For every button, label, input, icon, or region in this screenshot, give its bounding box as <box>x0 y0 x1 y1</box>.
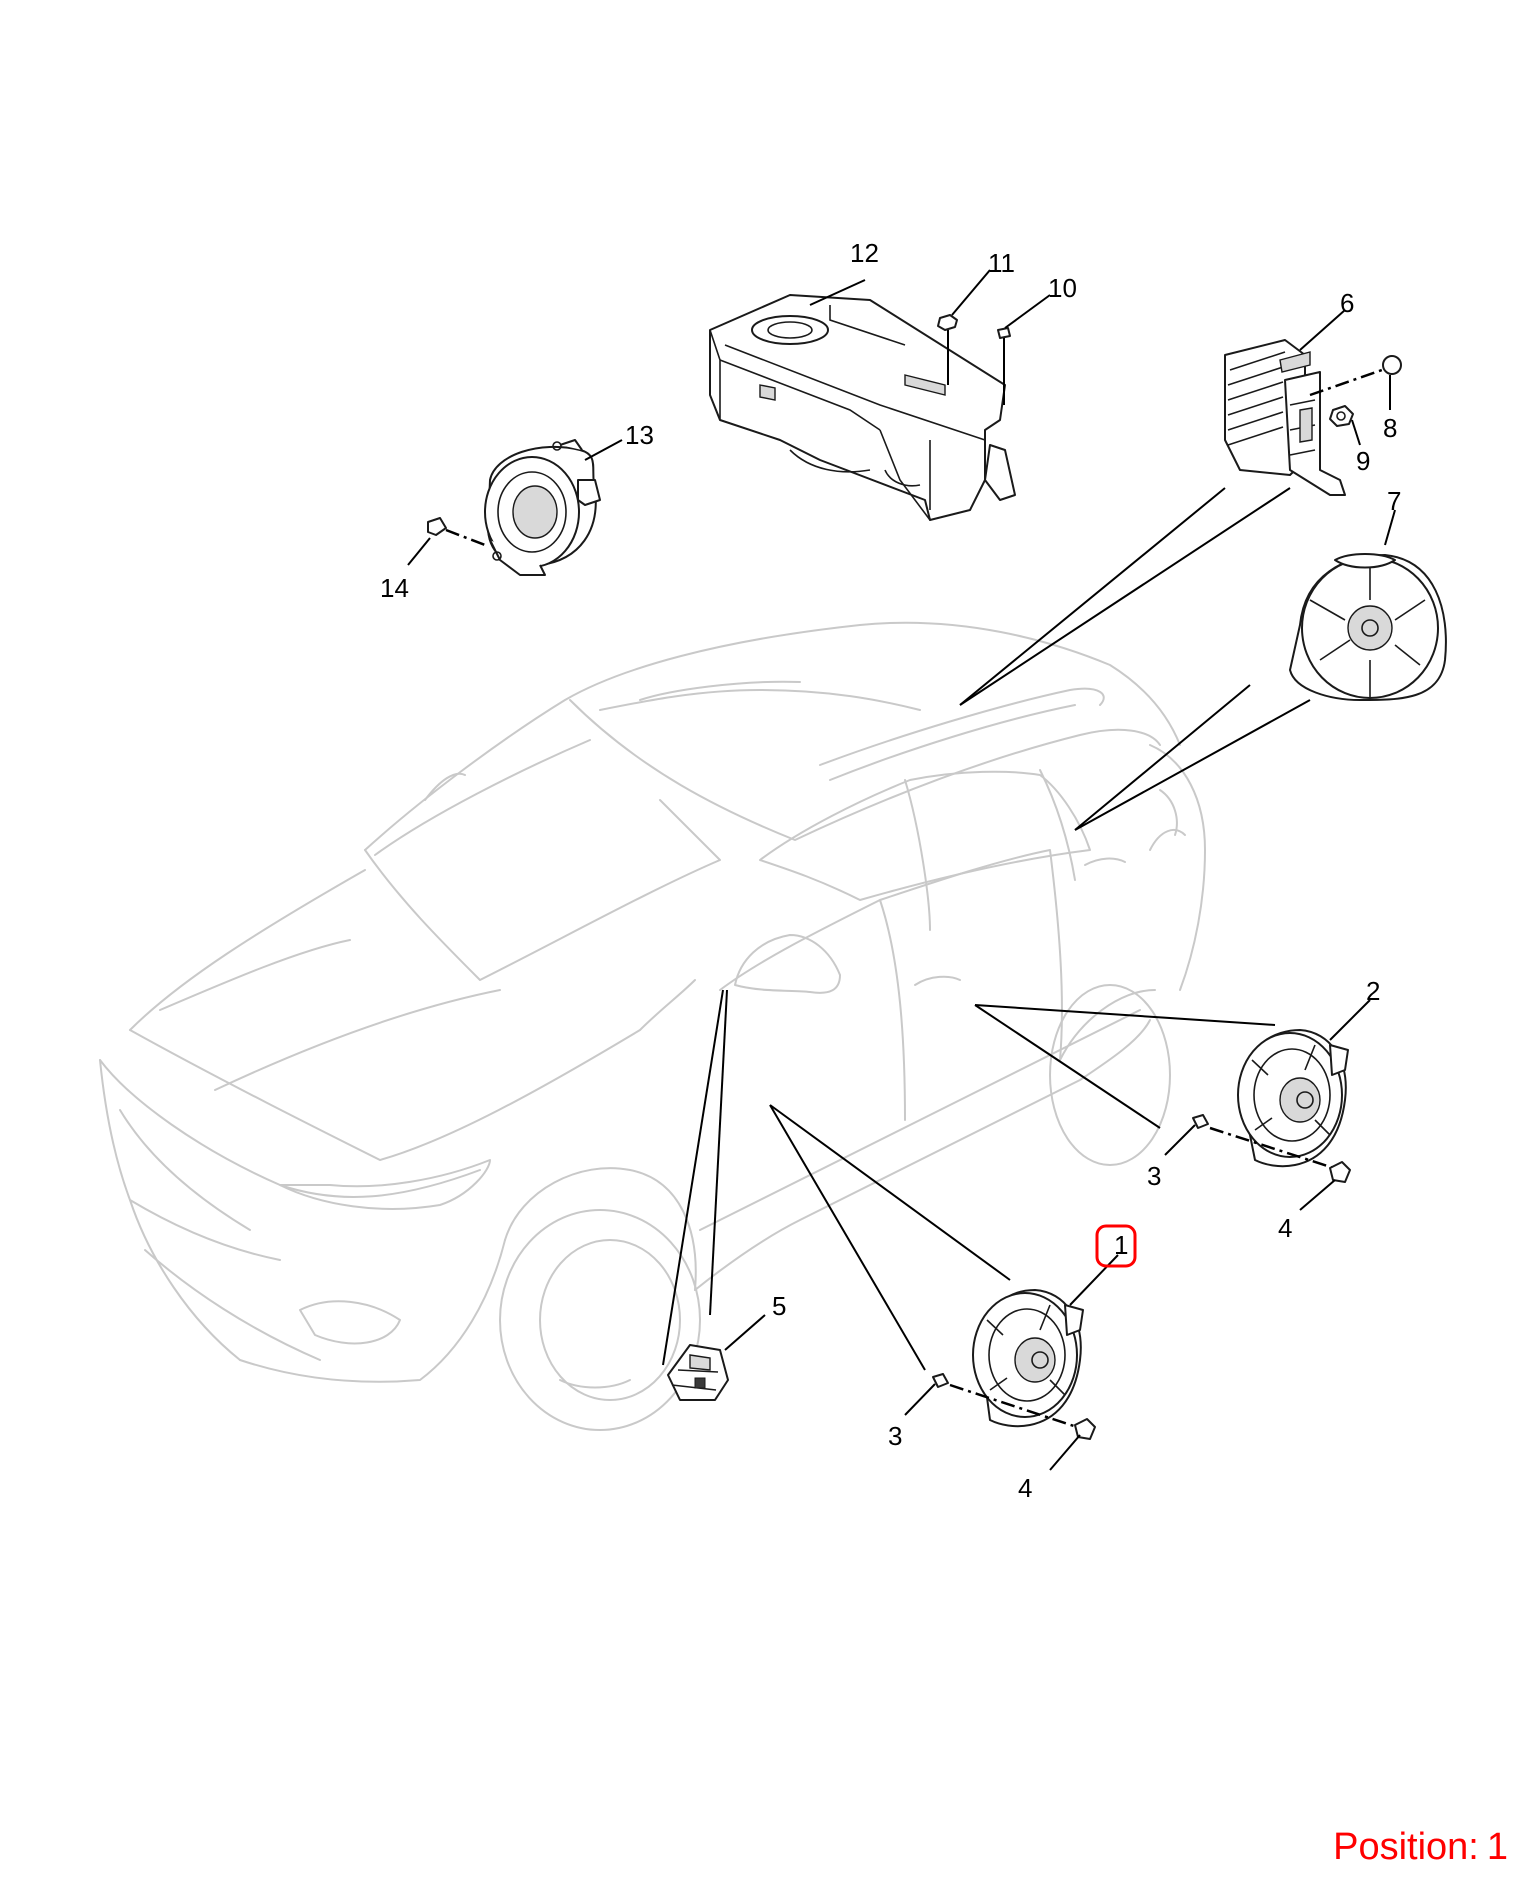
part-10-bolt <box>997 327 1011 405</box>
part-14-screw <box>427 517 486 547</box>
position-value: 1 <box>1486 1826 1508 1868</box>
callout-8: 8 <box>1383 413 1397 443</box>
callout-10: 10 <box>1048 273 1077 303</box>
callout-7: 7 <box>1387 486 1401 516</box>
part-1-door-speaker <box>972 1289 1084 1428</box>
part-9-nut <box>1329 405 1354 427</box>
callout-6: 6 <box>1340 288 1354 318</box>
callout-2: 2 <box>1366 976 1380 1006</box>
vehicle-leader-lines <box>662 487 1311 1371</box>
callout-1-highlight <box>1095 1224 1137 1268</box>
part-4-clip-upper <box>1329 1161 1351 1183</box>
callout-4-lower: 4 <box>1018 1473 1032 1503</box>
part-7-rear-speaker <box>1289 553 1447 701</box>
part-4-clip-lower <box>1074 1418 1096 1440</box>
callout-1: 1 <box>1114 1230 1128 1260</box>
callout-labels: 12 11 10 6 8 9 7 13 14 2 3 4 1 5 3 4 <box>380 238 1401 1503</box>
part-3-screw-lower <box>932 1373 1081 1430</box>
part-3-screw-upper <box>1192 1114 1341 1172</box>
callout-3-upper: 3 <box>1147 1161 1161 1191</box>
position-indicator: Position:1 <box>1325 1826 1508 1869</box>
callout-4-upper: 4 <box>1278 1213 1292 1243</box>
part-5-module <box>667 1344 729 1401</box>
callout-14: 14 <box>380 573 409 603</box>
callout-9: 9 <box>1356 446 1370 476</box>
callout-5: 5 <box>772 1291 786 1321</box>
part-12-subwoofer-enclosure <box>709 294 1016 521</box>
vehicle-outline <box>99 621 1206 1431</box>
callout-12: 12 <box>850 238 879 268</box>
position-label-text: Position: <box>1333 1826 1479 1868</box>
callout-leaders <box>407 269 1396 1471</box>
part-11-clip <box>937 314 958 385</box>
part-13-tweeter <box>484 439 601 576</box>
callout-11: 11 <box>988 248 1015 278</box>
callout-13: 13 <box>625 420 654 450</box>
callout-3-lower: 3 <box>888 1421 902 1451</box>
part-6-amplifier <box>1224 339 1346 496</box>
part-2-door-speaker <box>1237 1029 1349 1168</box>
part-8-bolt <box>1309 355 1402 397</box>
